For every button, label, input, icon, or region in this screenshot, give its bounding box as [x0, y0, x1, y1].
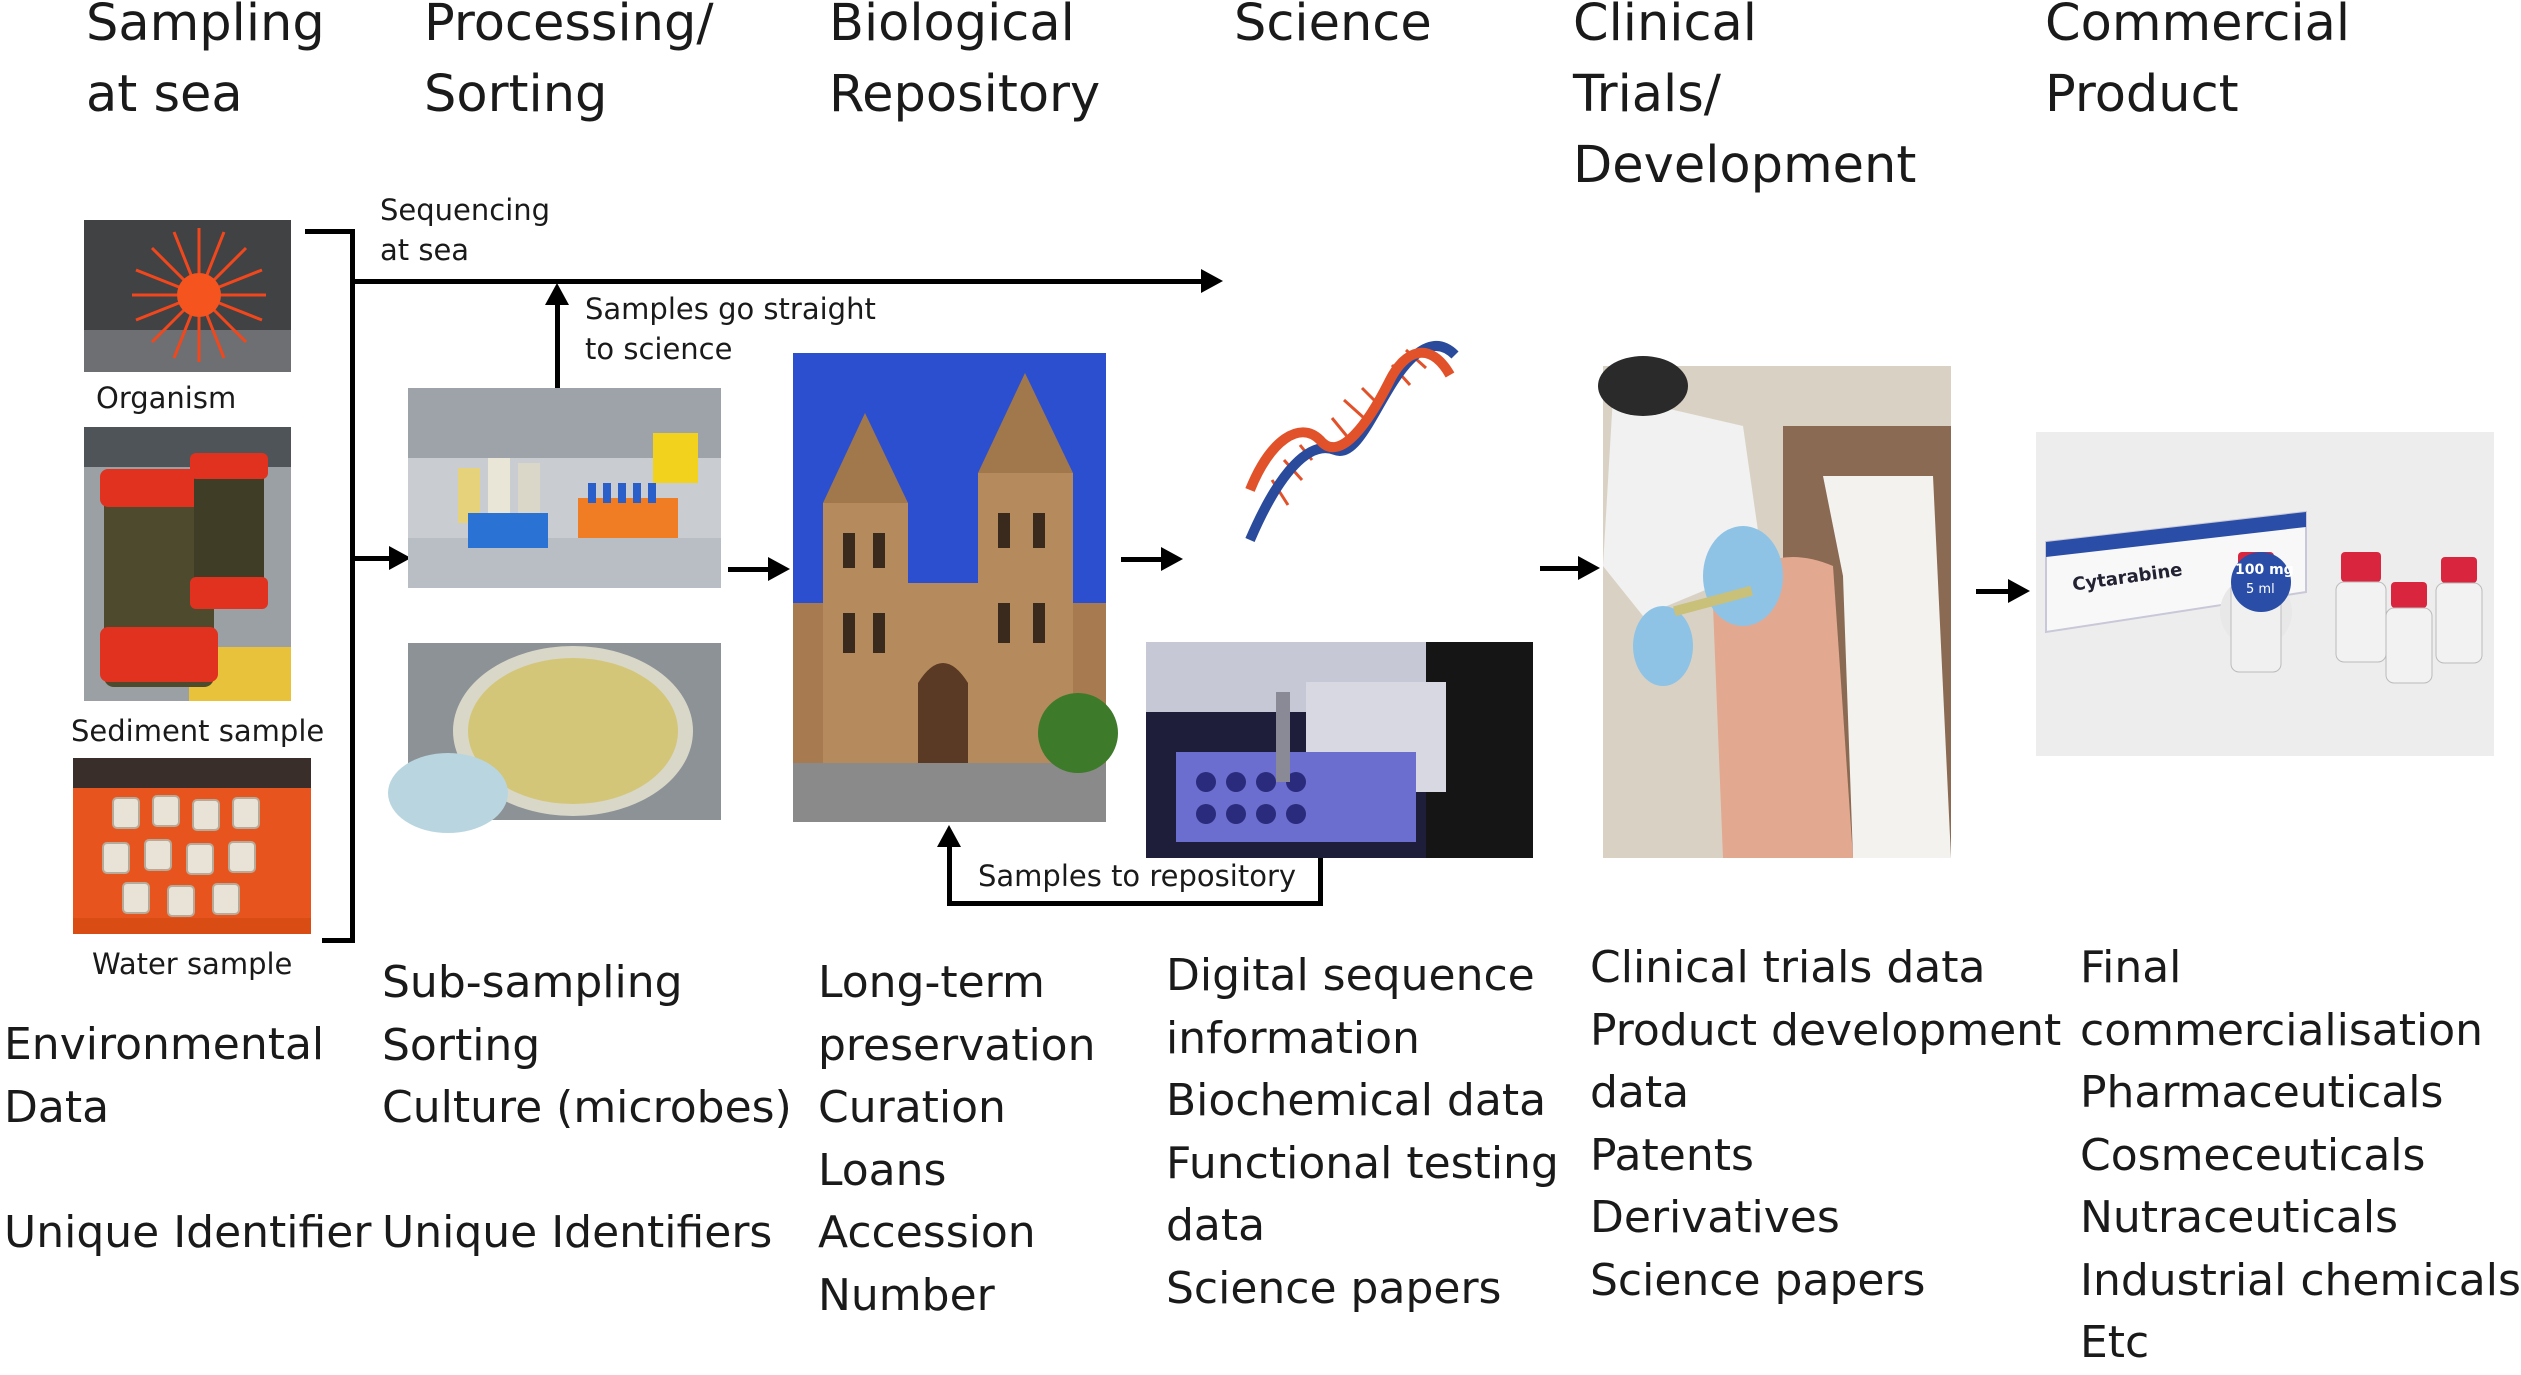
bracket-top — [305, 229, 355, 234]
processing-description: Sub-sampling Sorting Culture (microbes) … — [382, 957, 792, 1258]
samples-to-science-label: Samples go straight to science — [585, 292, 876, 366]
heading-commercial-product: Commercial Product — [2045, 0, 2351, 124]
injection-photo — [1598, 356, 1951, 858]
heading-sampling-at-sea: Sampling at sea — [86, 0, 325, 124]
straight-to-science-arrow — [555, 300, 560, 388]
bracket-spine — [350, 229, 355, 943]
return-line-right — [1318, 858, 1323, 906]
sequencing-at-sea-arrow — [355, 269, 1223, 293]
product-dose-label: 100 mg — [2235, 562, 2294, 578]
arrow-to-repository — [728, 557, 790, 581]
sequencing-at-sea-label: Sequencing at sea — [380, 193, 551, 267]
commercial-description: Final commercialisation Pharmaceuticals … — [2080, 942, 2521, 1368]
arrow-to-processing — [355, 546, 411, 570]
heading-processing-sorting: Processing/ Sorting — [424, 0, 714, 124]
clinical-description: Clinical trials data Product development… — [1590, 942, 2062, 1306]
lab-bench-photo — [408, 388, 721, 588]
sediment-sample-photo — [84, 427, 291, 701]
return-line-bottom — [947, 901, 1323, 906]
arrow-to-science — [1121, 547, 1183, 571]
sampling-description: Environmental Data Unique Identifier — [4, 1019, 372, 1258]
science-description: Digital sequence information Biochemical… — [1166, 950, 1559, 1314]
straight-to-science-arrowhead — [545, 283, 569, 305]
museum-building-photo — [793, 353, 1118, 822]
cytarabine-product-photo: Cytarabine 100 mg 5 ml — [2036, 432, 2494, 756]
bracket-bottom — [322, 938, 355, 943]
return-line-left — [947, 843, 952, 906]
heading-science: Science — [1234, 0, 1432, 53]
arrow-to-commercial — [1976, 579, 2030, 603]
return-arrowhead — [937, 825, 961, 847]
organism-caption: Organism — [96, 381, 237, 415]
dna-helix-icon — [1240, 330, 1460, 560]
heading-biological-repository: Biological Repository — [829, 0, 1101, 124]
samples-to-repository-label: Samples to repository — [978, 859, 1297, 893]
product-volume-label: 5 ml — [2246, 582, 2275, 597]
petri-dish-photo — [388, 643, 721, 833]
sediment-caption: Sediment sample — [71, 714, 325, 748]
organism-photo — [84, 220, 291, 372]
heading-clinical-trials: Clinical Trials/ Development — [1573, 0, 1917, 195]
water-sample-photo — [73, 758, 311, 934]
water-sample-caption: Water sample — [92, 947, 293, 981]
arrow-to-clinical — [1540, 556, 1600, 580]
repository-description: Long-term preservation Curation Loans Ac… — [818, 957, 1096, 1321]
plate-handler-photo — [1146, 642, 1533, 858]
